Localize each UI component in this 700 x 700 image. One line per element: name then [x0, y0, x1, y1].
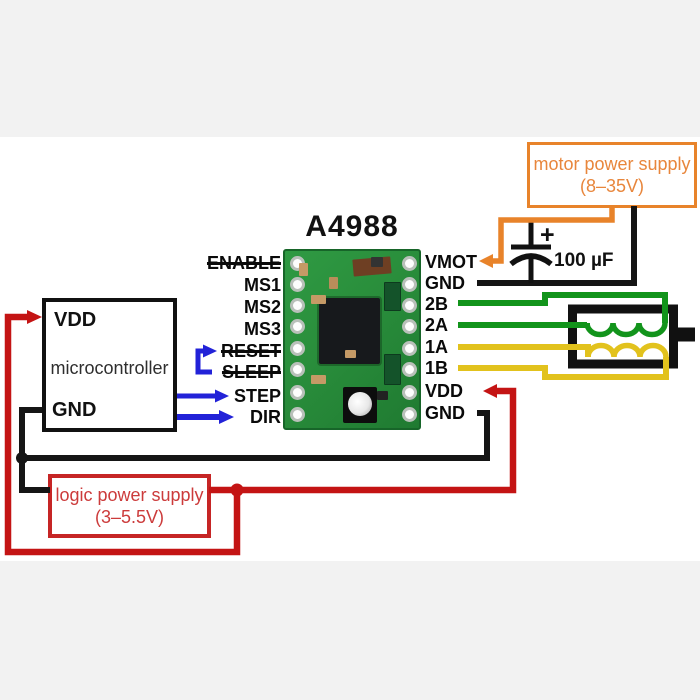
smd-component	[371, 257, 383, 267]
pin-label-ms2: MS2	[243, 297, 281, 317]
pin-hole	[290, 407, 305, 422]
pin-label-enable: ENABLE	[206, 253, 281, 273]
capacitor-value-label: 100 µF	[554, 250, 614, 271]
current-trim-potentiometer	[343, 387, 377, 423]
logic-power-supply-box: logic power supply (3–5.5V)	[48, 474, 211, 538]
pin-label-sleep: SLEEP	[221, 362, 281, 382]
pin-label-vdd: VDD	[425, 381, 464, 401]
smd-component	[384, 354, 401, 385]
smd-component	[345, 350, 356, 358]
motor-power-supply-label: motor power supply	[533, 153, 691, 174]
a4988-board	[283, 249, 421, 430]
pin-hole	[402, 298, 417, 313]
smd-component	[377, 391, 388, 400]
top-gray-band	[0, 0, 700, 137]
pin-hole	[290, 362, 305, 377]
pin-label-1b: 1B	[425, 358, 449, 378]
pin-hole	[402, 362, 417, 377]
smd-component	[299, 263, 308, 276]
vmot-arrowhead	[479, 254, 493, 268]
pin-hole	[290, 385, 305, 400]
pot-screw	[348, 392, 372, 416]
motor-power-supply-range: (8–35V)	[579, 176, 645, 196]
pin-hole	[402, 407, 417, 422]
wire-1b-yellow	[458, 357, 669, 380]
board-title: A4988	[305, 210, 399, 243]
reset-arrowhead	[203, 344, 217, 358]
pin-hole	[402, 256, 417, 271]
microcontroller-box: VDD microcontroller GND	[42, 298, 177, 432]
pin-label-2b: 2B	[425, 294, 449, 314]
pin-hole	[402, 277, 417, 292]
pin-label-gnd-top: GND	[425, 273, 465, 293]
pin-hole	[290, 319, 305, 334]
wire-logic-vdd-red	[209, 387, 517, 494]
pin-hole	[290, 341, 305, 356]
pin-label-vmot: VMOT	[425, 252, 477, 272]
mcu-vdd-arrowhead	[27, 310, 42, 324]
smd-component	[329, 277, 338, 289]
smd-component	[311, 375, 326, 384]
wire-mcu-vdd-red	[4, 313, 241, 556]
mcu-gnd-pin-label: GND	[52, 399, 97, 421]
logic-power-supply-range: (3–5.5V)	[94, 507, 165, 527]
wire-2b-green	[458, 292, 668, 323]
wire-driver-gnd-black	[23, 410, 490, 461]
pin-label-ms3: MS3	[243, 319, 281, 339]
wire-2a-green	[458, 322, 590, 328]
dir-arrowhead	[219, 410, 234, 424]
logic-power-supply-label: logic power supply	[55, 484, 204, 505]
step-arrowhead	[215, 389, 229, 403]
motor-coil-yellow	[585, 342, 669, 358]
mcu-vdd-pin-label: VDD	[54, 309, 97, 331]
driver-vdd-arrowhead	[483, 384, 497, 398]
pin-hole	[402, 319, 417, 334]
pin-hole	[290, 298, 305, 313]
pin-label-step: STEP	[233, 386, 281, 406]
red-junction-dot	[230, 483, 244, 497]
capacitor-polarity-plus: +	[540, 221, 555, 249]
pin-label-1a: 1A	[425, 337, 449, 357]
pin-hole	[290, 277, 305, 292]
pin-hole	[402, 385, 417, 400]
reset-sleep-jumper	[195, 348, 212, 375]
pin-hole	[402, 341, 417, 356]
pin-label-gnd-bot: GND	[425, 403, 465, 423]
wire-mcu-gnd-black	[19, 407, 50, 493]
capacitor-plate-curved	[509, 253, 553, 267]
smd-component	[311, 295, 326, 304]
wire-vmot-orange	[490, 206, 615, 264]
motor-coil-green	[584, 322, 668, 338]
bottom-gray-band	[0, 561, 700, 700]
smd-component	[384, 282, 401, 311]
black-junction-dot	[16, 452, 28, 464]
stepper-motor-shaft	[678, 327, 695, 342]
pin-label-dir: DIR	[250, 407, 281, 427]
pin-label-reset: RESET	[220, 341, 281, 361]
pin-label-2a: 2A	[425, 315, 449, 335]
mcu-label: microcontroller	[50, 358, 169, 378]
pin-label-ms1: MS1	[243, 275, 281, 295]
